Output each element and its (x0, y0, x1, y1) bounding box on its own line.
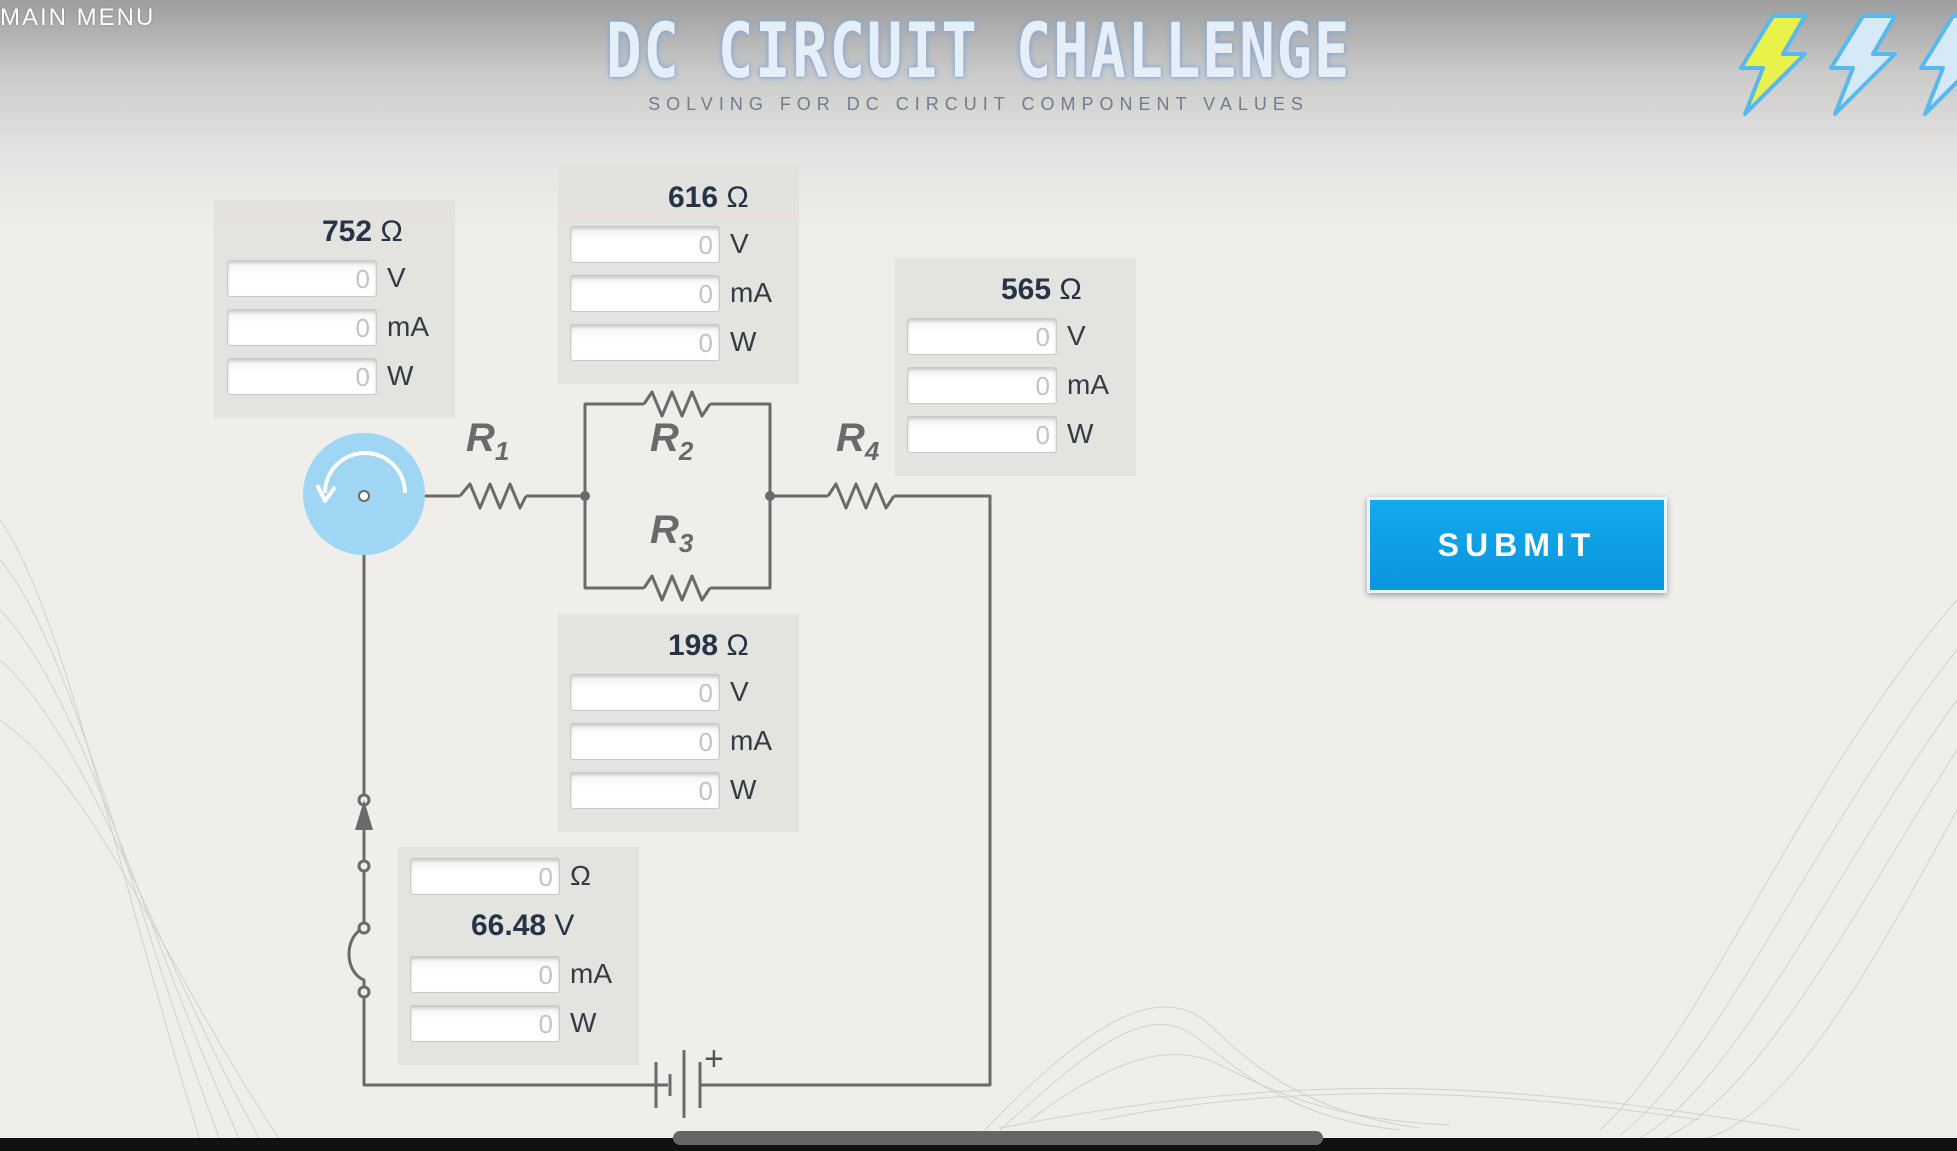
resistor-r4-symbol (826, 482, 896, 510)
background-wave-mesh (0, 519, 1957, 1140)
r2-voltage-unit: V (730, 228, 749, 259)
r3-values-panel: 198 Ω 0 V 0 mA 0 W (558, 614, 799, 832)
lightning-bolt-icon (1829, 14, 1897, 116)
source-power-input[interactable]: 0 (410, 1005, 560, 1042)
r2-values-panel: 616 Ω 0 V 0 mA 0 W (558, 166, 799, 384)
r1-resistance-value: 752 Ω (322, 215, 403, 248)
page-subtitle: SOLVING FOR DC CIRCUIT COMPONENT VALUES (648, 94, 1309, 114)
r1-voltage-input[interactable]: 0 (227, 260, 377, 297)
terminal-node (357, 921, 371, 935)
r1-power-input[interactable]: 0 (227, 358, 377, 395)
r2-current-input[interactable]: 0 (570, 275, 720, 312)
r1-voltage-unit: V (387, 262, 406, 293)
source-voltage-value: 66.48 V (471, 909, 575, 942)
r3-current-input[interactable]: 0 (570, 723, 720, 760)
junction-node (580, 491, 590, 501)
r4-label: R4 (836, 416, 880, 466)
battery-plus-label: + (704, 1040, 724, 1078)
r4-values-panel: 565 Ω 0 V 0 mA 0 W (895, 258, 1136, 476)
r2-power-input[interactable]: 0 (570, 324, 720, 361)
terminal-node (357, 985, 371, 999)
source-values-panel: 0 Ω 66.48 V 0 mA 0 W (398, 847, 639, 1065)
resistor-r3-symbol (642, 574, 712, 602)
junction-node (765, 491, 775, 501)
r4-power-unit: W (1067, 418, 1094, 449)
r3-resistance-value: 198 Ω (668, 629, 749, 662)
submit-button[interactable]: SUBMIT (1367, 497, 1667, 593)
wire (710, 402, 772, 496)
source-current-input[interactable]: 0 (410, 956, 560, 993)
r1-current-unit: mA (387, 311, 429, 342)
r4-voltage-unit: V (1067, 320, 1086, 351)
r2-voltage-input[interactable]: 0 (570, 226, 720, 263)
wire (700, 494, 992, 1087)
terminal-node (357, 859, 371, 873)
r4-current-input[interactable]: 0 (907, 367, 1057, 404)
r1-label: R1 (466, 416, 510, 466)
wire (362, 992, 668, 1087)
source-resistance-unit: Ω (570, 860, 591, 891)
source-resistance-input[interactable]: 0 (410, 858, 560, 895)
wire (583, 496, 644, 590)
r4-resistance-value: 565 Ω (1001, 273, 1082, 306)
r1-current-input[interactable]: 0 (227, 309, 377, 346)
resistor-r1-symbol (458, 482, 528, 510)
r4-power-input[interactable]: 0 (907, 416, 1057, 453)
source-current-unit: mA (570, 958, 612, 989)
main-menu-button[interactable]: MAIN MENU (0, 4, 156, 31)
r2-resistance-value: 616 Ω (668, 181, 749, 214)
home-indicator[interactable] (673, 1131, 1323, 1145)
r3-voltage-input[interactable]: 0 (570, 674, 720, 711)
page-title: DC CIRCUIT CHALLENGE (606, 6, 1351, 95)
source-power-unit: W (570, 1007, 597, 1038)
wire (710, 496, 772, 590)
rotate-left-icon (315, 451, 407, 503)
r3-current-unit: mA (730, 725, 772, 756)
lightning-bolt-icon (1919, 14, 1957, 116)
resistor-r2-symbol (642, 390, 712, 418)
r3-voltage-unit: V (730, 676, 749, 707)
r3-power-unit: W (730, 774, 757, 805)
r4-voltage-input[interactable]: 0 (907, 318, 1057, 355)
wire (583, 402, 644, 496)
battery-symbol (654, 1050, 702, 1118)
r2-label: R2 (650, 416, 694, 466)
r2-power-unit: W (730, 326, 757, 357)
reset-circuit-button[interactable] (303, 433, 425, 555)
r3-label: R3 (650, 508, 694, 558)
r2-current-unit: mA (730, 277, 772, 308)
r1-values-panel: 752 Ω 0 V 0 mA 0 W (214, 200, 455, 418)
r3-power-input[interactable]: 0 (570, 772, 720, 809)
current-arrow-icon (355, 800, 373, 830)
r4-current-unit: mA (1067, 369, 1109, 400)
lightning-bolt-icon (1739, 14, 1807, 116)
r1-power-unit: W (387, 360, 414, 391)
